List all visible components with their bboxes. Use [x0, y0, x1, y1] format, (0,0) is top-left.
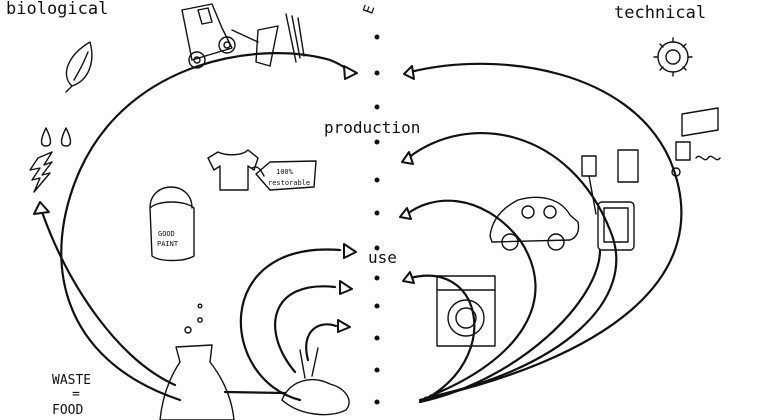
- leaf-icon: [65, 41, 93, 93]
- svg-text:WASTE: WASTE: [52, 373, 91, 388]
- lightning-icon: [29, 151, 53, 193]
- car-icon: [489, 196, 580, 251]
- technical-cycle-arrows: [399, 62, 683, 404]
- tractor-icon: [181, 3, 305, 69]
- flask-icon: [159, 303, 235, 420]
- svg-text:FOOD: FOOD: [52, 403, 83, 418]
- washing-machine-icon: [436, 275, 496, 347]
- svg-text:restorable: restorable: [268, 179, 310, 187]
- svg-text:=: =: [72, 387, 80, 402]
- gear-icon: [653, 37, 693, 77]
- compost-pile-icon: [281, 347, 350, 416]
- screen-parts-icon: [671, 107, 721, 177]
- production-label: production: [324, 118, 420, 137]
- svg-text:PAINT: PAINT: [157, 240, 179, 248]
- spatula-icon: [581, 155, 597, 215]
- glass-icon: [617, 149, 639, 183]
- restorable-tag: 100% restorable: [255, 160, 317, 191]
- waste-equals-food-label: WASTE = FOOD: [52, 373, 91, 418]
- top-partial-label: E: [360, 3, 378, 16]
- technical-label: technical: [614, 3, 706, 23]
- svg-text:GOOD: GOOD: [158, 230, 175, 238]
- paint-can-icon: GOOD PAINT: [149, 186, 195, 262]
- use-label: use: [368, 248, 397, 267]
- smartphone-icon: [597, 201, 635, 251]
- biological-cycle-arrows: [33, 52, 358, 402]
- svg-text:100%: 100%: [276, 168, 294, 176]
- divider-dots: [374, 34, 380, 405]
- biological-label: biological: [6, 0, 108, 19]
- water-drops-icon: [40, 127, 72, 147]
- tshirt-icon: [207, 149, 265, 191]
